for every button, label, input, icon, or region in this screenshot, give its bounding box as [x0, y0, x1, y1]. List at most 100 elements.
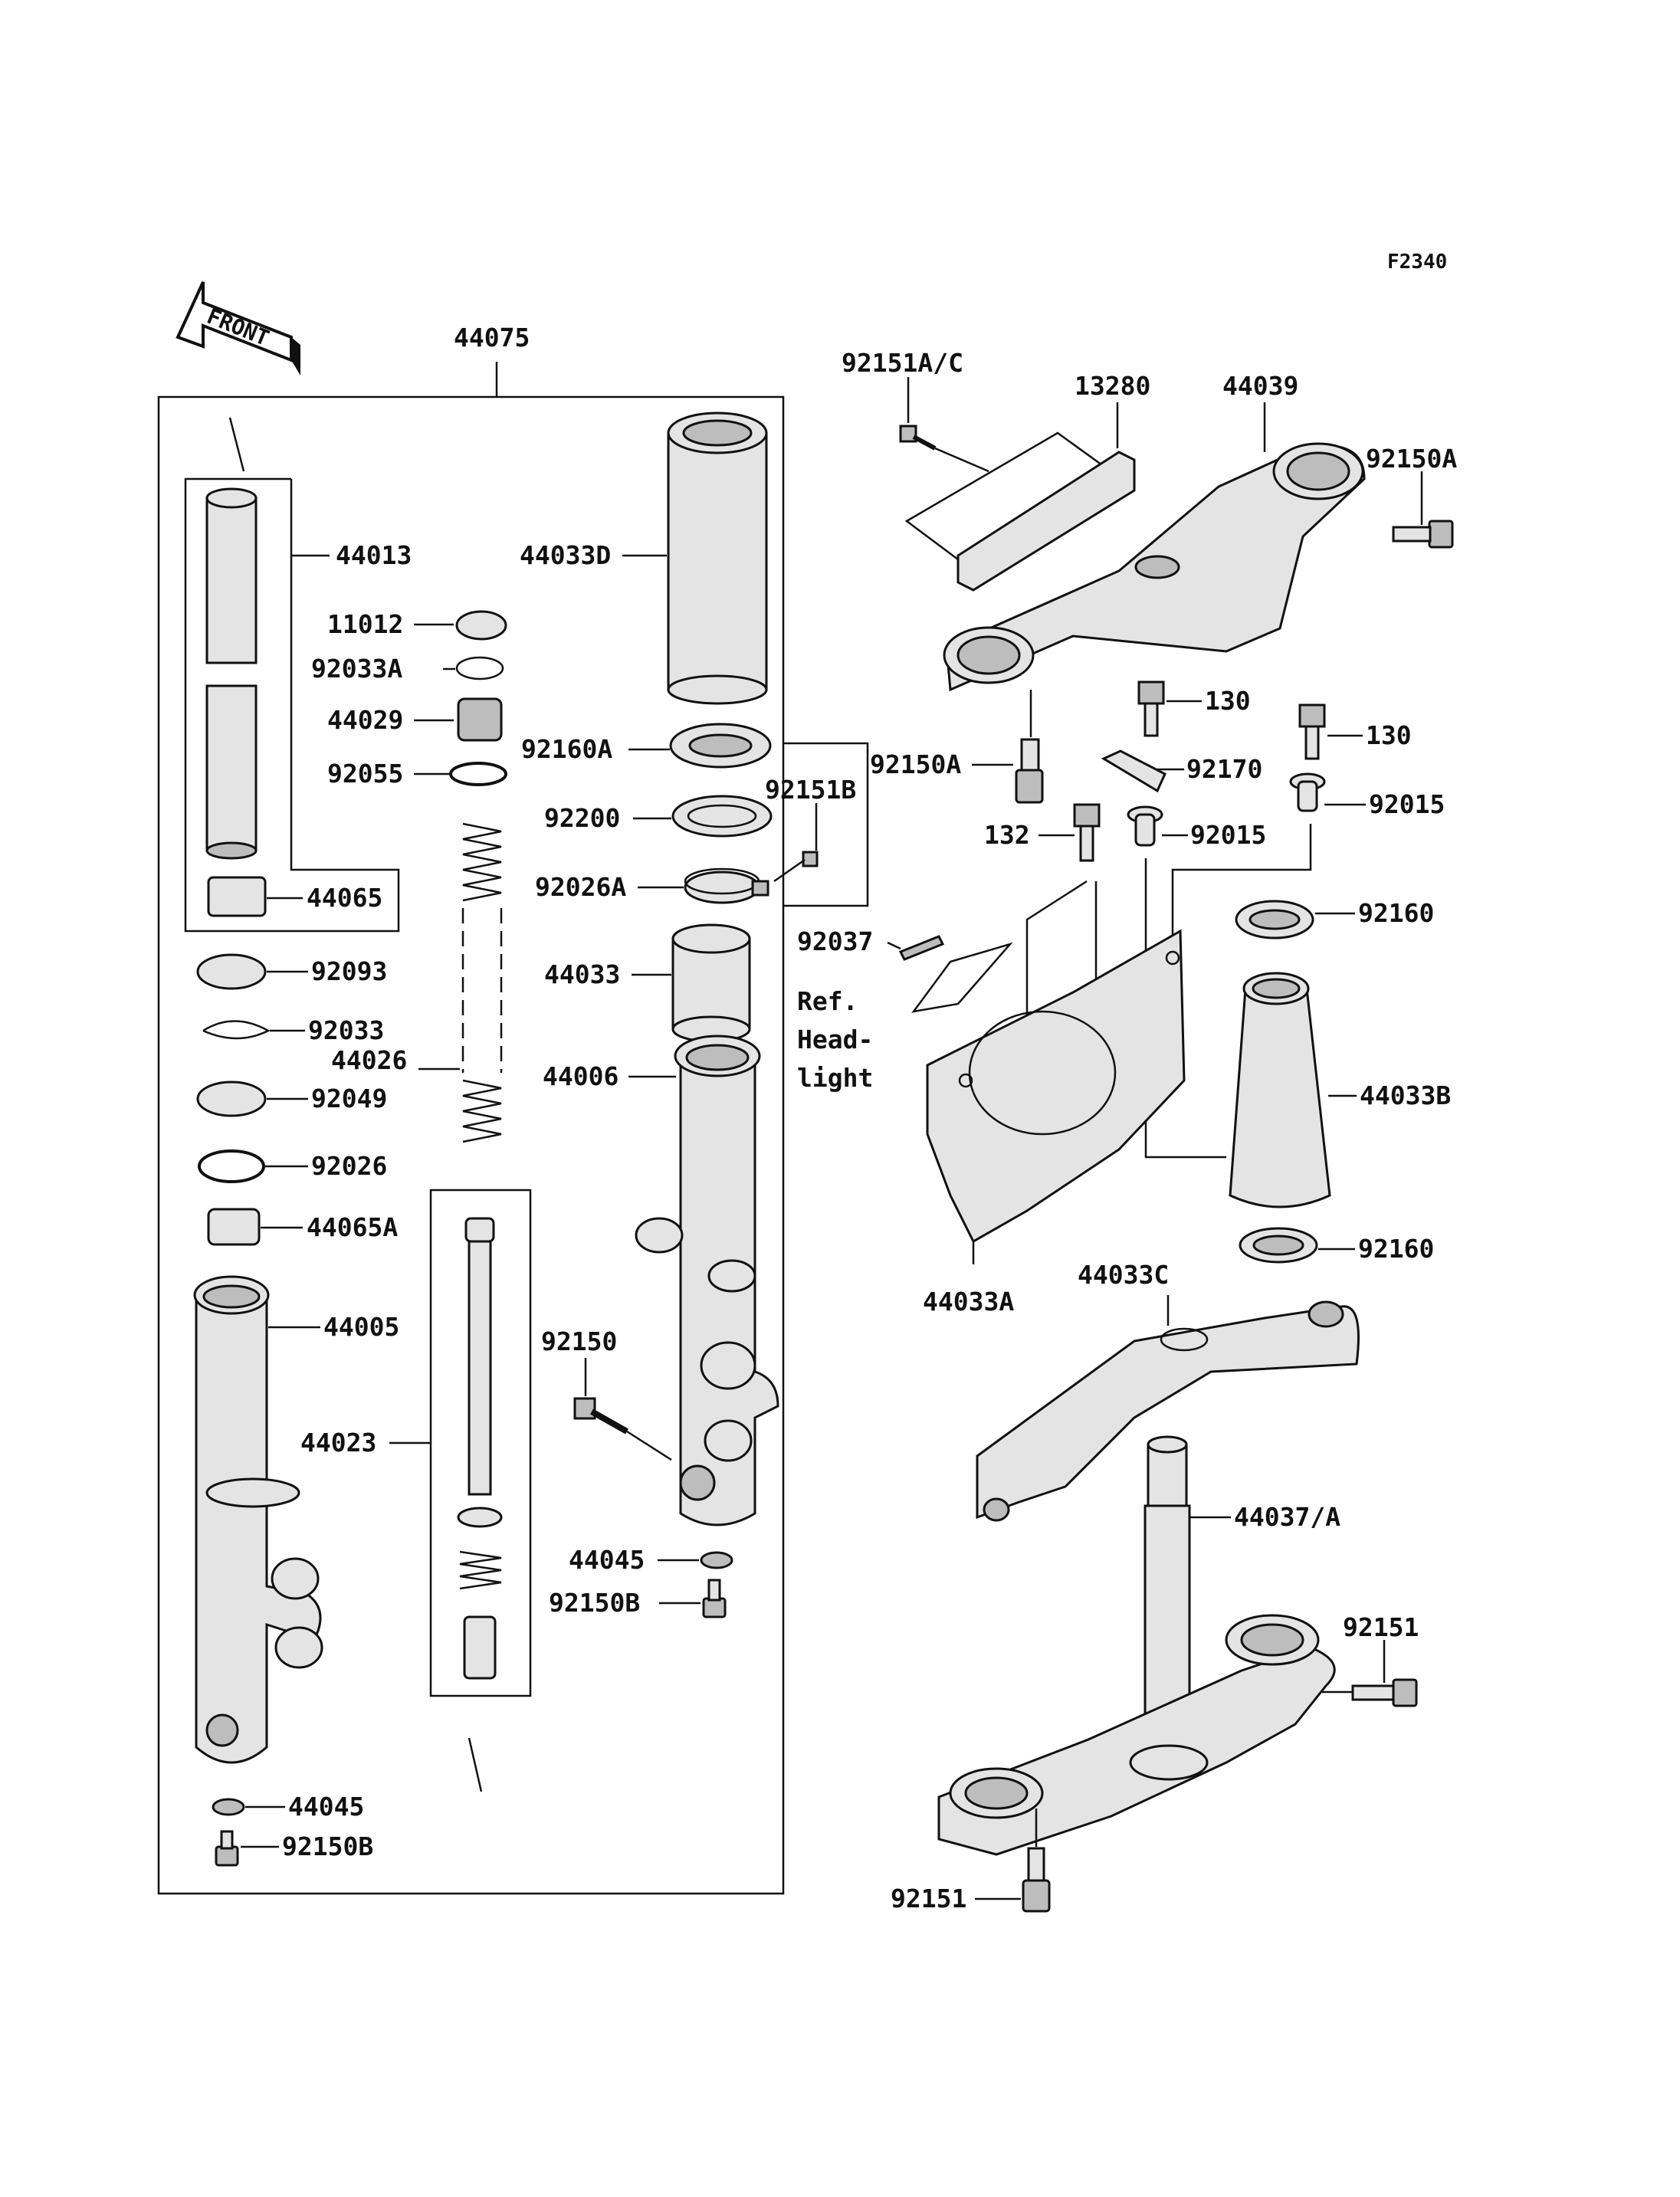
fork-cover-44033B [1229, 972, 1331, 1208]
label-132: 132 [984, 820, 1030, 850]
label-44029: 44029 [327, 705, 403, 735]
label-130-a: 130 [1205, 686, 1251, 716]
washer-44045-left [212, 1798, 245, 1816]
bolt-130-b [1298, 703, 1326, 760]
label-92150B-right: 92150B [549, 1588, 640, 1618]
bolt-130-a [1137, 680, 1165, 737]
label-44005: 44005 [323, 1312, 399, 1342]
label-92015-a: 92015 [1369, 789, 1445, 819]
bolt-92151-right [1351, 1678, 1418, 1707]
label-44033B: 44033B [1360, 1080, 1451, 1110]
ref-note-2: Head- [797, 1025, 873, 1054]
lower-cover-44033C [976, 1300, 1360, 1522]
label-92055: 92055 [327, 759, 403, 789]
washer-92200 [671, 795, 773, 838]
label-92026A: 92026A [535, 872, 626, 902]
label-92151B: 92151B [765, 775, 856, 805]
label-44065A: 44065A [307, 1212, 398, 1242]
label-44039: 44039 [1222, 371, 1298, 401]
clip-92033 [202, 1020, 271, 1040]
ref-note-3: light [797, 1063, 873, 1093]
label-92093: 92093 [311, 956, 387, 986]
bolt-92151-bottom [1022, 1847, 1051, 1913]
label-44026: 44026 [331, 1045, 407, 1075]
spring-44026 [461, 822, 503, 1143]
label-92026: 92026 [311, 1151, 387, 1181]
washer-44045-right [700, 1551, 733, 1569]
damper-rod-44023 [457, 1217, 503, 1680]
screw-92151AC [899, 425, 989, 473]
seal-92160-top [1235, 900, 1314, 939]
label-92037: 92037 [797, 926, 873, 956]
headlight-cover-44033A [926, 929, 1186, 1244]
cover-44033 [671, 923, 751, 1043]
clamp-92026A [684, 867, 769, 904]
bushing-44065 [207, 876, 267, 917]
upper-bracket-44039 [943, 442, 1366, 692]
inner-tube [205, 487, 258, 860]
label-92150A-top: 92150A [1366, 444, 1457, 474]
label-92200: 92200 [544, 803, 620, 833]
adjuster-44029 [457, 697, 503, 742]
seal-92160-bottom [1239, 1227, 1318, 1264]
label-92160A: 92160A [521, 734, 612, 764]
fork-assembly-box [157, 395, 785, 1895]
cap-11012 [455, 610, 507, 641]
oring-92055 [449, 762, 507, 786]
label-44023: 44023 [300, 1428, 376, 1458]
collar-92015-b [1127, 805, 1163, 847]
label-13280: 13280 [1075, 371, 1150, 401]
pin-92037 [898, 935, 945, 961]
label-44065: 44065 [307, 883, 382, 913]
bracket-13280 [956, 451, 1136, 592]
oil-seal-92049 [196, 1080, 267, 1117]
label-92170: 92170 [1186, 754, 1262, 784]
bushing-44065A [207, 1208, 261, 1246]
clip-92170 [1101, 749, 1166, 793]
label-44045-left: 44045 [288, 1792, 364, 1822]
figure-code: F2340 [1387, 251, 1447, 274]
label-92015-b: 92015 [1190, 820, 1266, 850]
label-92150: 92150 [541, 1326, 617, 1356]
outer-tube-44006 [635, 1035, 779, 1526]
label-92150A-low: 92150A [870, 749, 961, 779]
washer-92026 [198, 1149, 265, 1183]
label-92151-right: 92151 [1343, 1612, 1419, 1642]
label-44045-right: 44045 [569, 1545, 645, 1575]
bolt-92150B-left [215, 1830, 239, 1867]
label-44006: 44006 [543, 1061, 619, 1091]
screw-92151B [773, 851, 819, 883]
label-44033A: 44033A [923, 1287, 1014, 1317]
front-label: FRONT [203, 303, 273, 351]
bolt-132 [1073, 803, 1101, 862]
steering-stem-44037A [937, 1435, 1336, 1856]
ref-note-1: Ref. [797, 986, 858, 1016]
collar-92015-a [1289, 772, 1326, 812]
label-130-b: 130 [1366, 720, 1412, 750]
label-92160-bottom: 92160 [1358, 1234, 1434, 1264]
label-92160-top: 92160 [1358, 898, 1434, 928]
dust-seal-92093 [196, 953, 267, 990]
bolt-92150A-top [1392, 520, 1454, 549]
label-44033D: 44033D [520, 540, 611, 570]
bolt-92150B-right [702, 1579, 727, 1618]
label-92151-bottom: 92151 [891, 1884, 966, 1913]
bolt-92150 [573, 1397, 672, 1461]
fork-cover-44033D [667, 412, 768, 705]
label-44037A: 44037/A [1234, 1502, 1340, 1532]
label-11012: 11012 [327, 609, 403, 639]
label-92150B-left: 92150B [282, 1831, 373, 1861]
label-92151AC: 92151A/C [842, 348, 963, 378]
label-92033A: 92033A [311, 654, 402, 684]
label-92033: 92033 [308, 1015, 384, 1045]
label-44013: 44013 [336, 540, 412, 570]
front-arrow-icon: FRONT [176, 281, 300, 375]
label-44033: 44033 [544, 959, 620, 989]
bolt-92150A-low [1015, 738, 1044, 804]
label-44075: 44075 [454, 323, 530, 353]
outer-tube-44005 [193, 1275, 323, 1764]
label-92049: 92049 [311, 1084, 387, 1113]
label-44033C: 44033C [1078, 1260, 1169, 1290]
ring-92033A [455, 656, 504, 680]
